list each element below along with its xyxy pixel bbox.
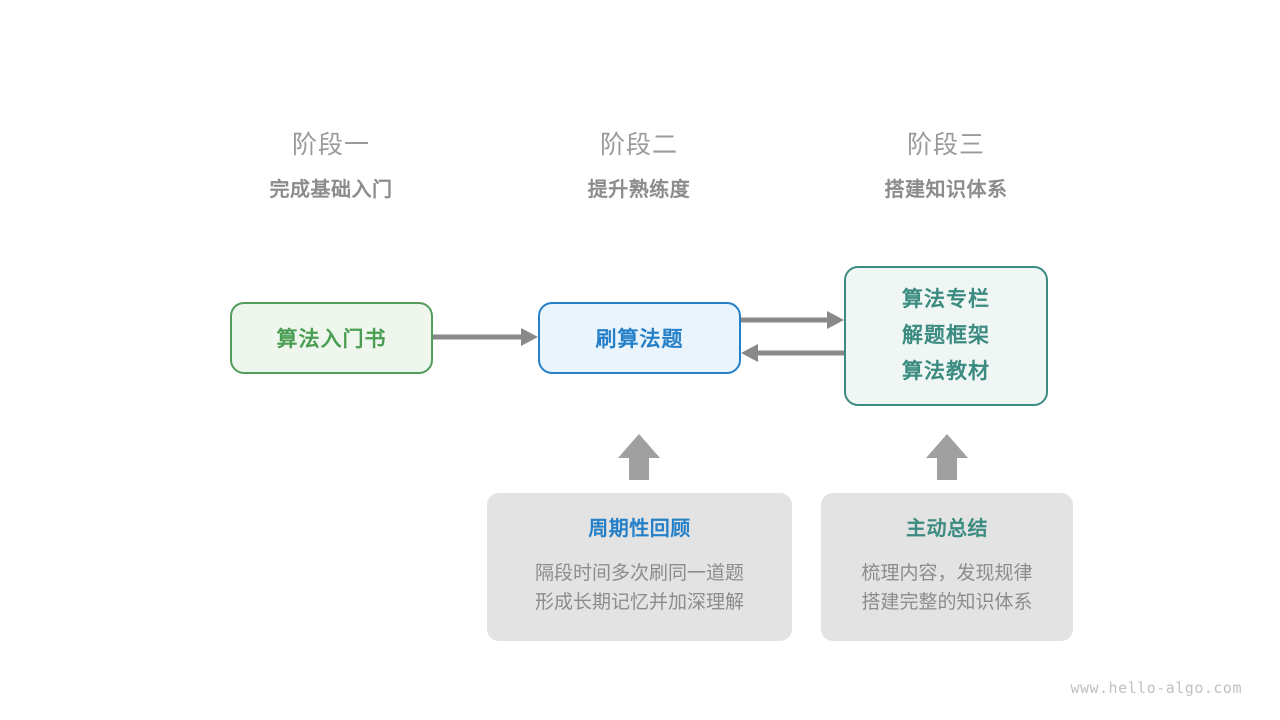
card-summary-body: 梳理内容，发现规律 搭建完整的知识体系 [861,559,1032,617]
arrow-summary-to-resources [926,434,968,480]
watermark-url: www.hello-algo.com [1070,679,1242,697]
node-practice-label: 刷算法题 [595,328,684,351]
phase-header-1: 阶段一 完成基础入门 [201,128,461,205]
phase-header-2: 阶段二 提升熟练度 [509,128,769,205]
card-review-line-2: 形成长期记忆并加深理解 [534,592,744,613]
phase-subtitle-1: 完成基础入门 [269,179,393,201]
card-periodic-review[interactable]: 周期性回顾 隔段时间多次刷同一道题 形成长期记忆并加深理解 [487,493,792,641]
phase-title-3: 阶段三 [906,131,985,159]
node-resources-line-1: 算法专栏 [902,288,990,311]
card-summary-title: 主动总结 [906,518,988,540]
node-practice-problems[interactable]: 刷算法题 [538,302,741,374]
card-summary-line-2: 搭建完整的知识体系 [861,592,1033,613]
phase-title-1: 阶段一 [291,131,370,159]
card-active-summary[interactable]: 主动总结 梳理内容，发现规律 搭建完整的知识体系 [821,493,1073,641]
arrow-resources-to-practice [741,344,844,362]
card-review-title: 周期性回顾 [588,518,691,540]
node-resources-line-2: 解题框架 [902,324,990,347]
card-summary-line-1: 梳理内容，发现规律 [861,563,1033,584]
node-resources-line-3: 算法教材 [902,360,990,383]
arrow-book-to-practice [433,328,538,346]
arrow-practice-to-resources [741,311,844,329]
phase-header-3: 阶段三 搭建知识体系 [816,128,1076,205]
phase-subtitle-3: 搭建知识体系 [884,179,1008,201]
node-resources[interactable]: 算法专栏 解题框架 算法教材 [844,266,1048,406]
card-review-body: 隔段时间多次刷同一道题 形成长期记忆并加深理解 [535,559,744,617]
phase-subtitle-2: 提升熟练度 [587,179,691,201]
arrow-review-to-practice [618,434,660,480]
node-algorithm-book[interactable]: 算法入门书 [230,302,433,374]
node-book-label: 算法入门书 [276,328,387,351]
phase-title-2: 阶段二 [599,131,678,159]
card-review-line-1: 隔段时间多次刷同一道题 [534,563,744,584]
